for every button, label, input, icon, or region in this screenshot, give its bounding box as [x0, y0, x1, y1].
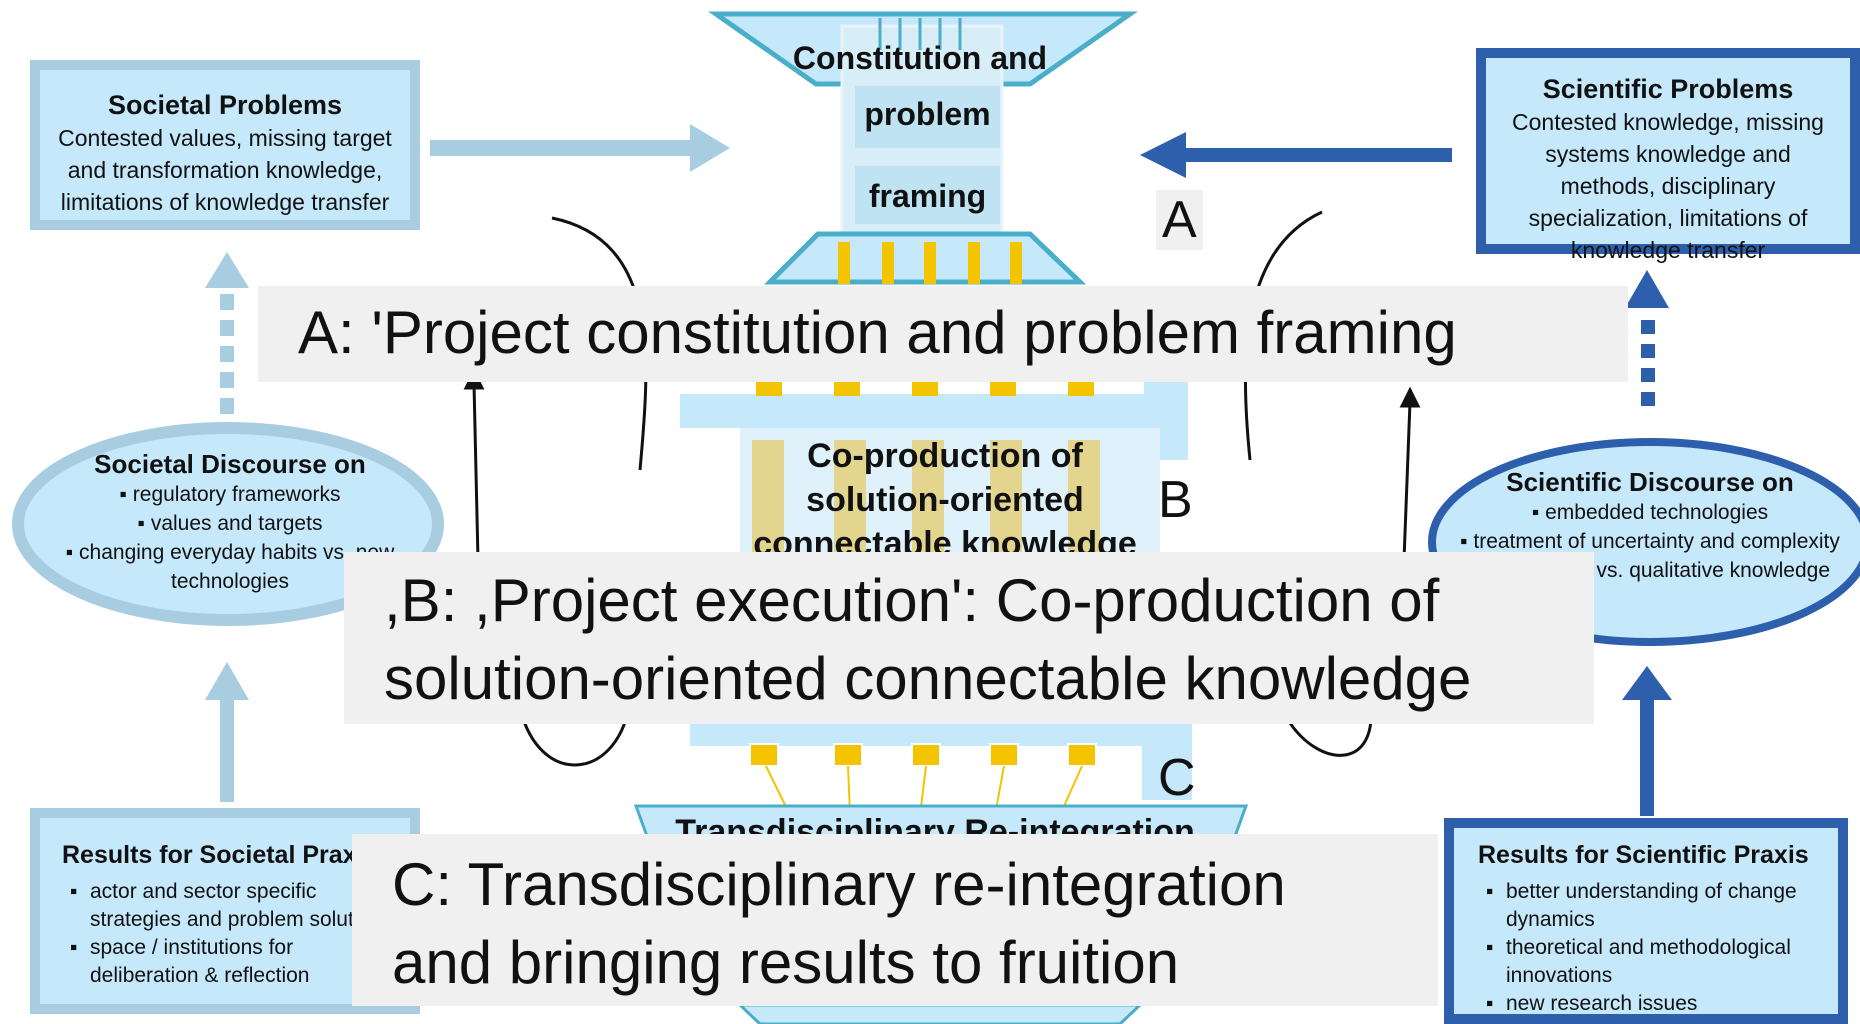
societal-problems-title: Societal Problems — [107, 90, 343, 120]
yellow-bars-b — [756, 380, 1094, 396]
letter-c: C — [1158, 749, 1196, 807]
societal-results-item: actor and sector specific strategies and… — [70, 878, 398, 934]
phase-a-top-ticks — [878, 18, 962, 50]
overlay-caption-a: A: 'Project constitution and problem fra… — [258, 286, 1628, 382]
phase-b-label-1: Co-production of — [807, 437, 1083, 475]
khaki-bars-b — [752, 440, 1100, 556]
phase-a-label-bg-1 — [855, 86, 1000, 148]
overlay-caption-b: ,B: ,Project execution': Co-production o… — [344, 552, 1594, 724]
arrow-societal-to-center — [430, 124, 730, 172]
phase-c-funnel-bottom — [736, 1003, 1144, 1024]
societal-discourse-item: regulatory frameworks — [60, 480, 400, 509]
societal-discourse-text: Societal Discourse on regulatory framewo… — [60, 448, 400, 596]
scientific-discourse-title: Scientific Discourse on — [1506, 467, 1794, 497]
overlay-caption-b-line: solution-oriented connectable knowledge — [384, 645, 1472, 712]
scientific-results-box: Results for Scientific Praxis better und… — [1444, 818, 1848, 1024]
scientific-problems-title: Scientific Problems — [1542, 74, 1794, 104]
overlay-caption-c-line: C: Transdisciplinary re-integration — [392, 851, 1286, 918]
scientific-discourse-item: treatment of uncertainty and complexity — [1460, 527, 1840, 556]
societal-results-title: Results for Societal Praxis — [62, 841, 378, 869]
phase-a-label-bg-2 — [855, 166, 1000, 224]
arrow-societal-dashed-up — [205, 252, 249, 414]
phase-b-label-2: solution-oriented — [806, 481, 1084, 519]
scientific-results-item: new research issues — [1486, 990, 1826, 1018]
letter-b: B — [1158, 471, 1193, 529]
societal-problems-box: Societal Problems Contested values, miss… — [30, 60, 420, 230]
societal-discourse-item: changing everyday habits vs. new technol… — [60, 538, 400, 596]
scientific-results-list: better understanding of change dynamics … — [1478, 878, 1826, 1018]
arrow-societal-solid-up — [205, 662, 249, 802]
scientific-discourse-item: embedded technologies — [1460, 498, 1840, 527]
phase-a-label-2: problem — [864, 96, 991, 132]
arrow-scientific-solid-up — [1622, 666, 1672, 816]
societal-results-item: space / institutions for deliberation & … — [70, 934, 398, 990]
yellow-bars-c — [749, 743, 1097, 767]
overlay-caption-b-line: ,B: ,Project execution': Co-production o… — [384, 567, 1440, 634]
scientific-results-item: theoretical and methodological innovatio… — [1486, 934, 1826, 990]
scientific-results-item: better understanding of change dynamics — [1486, 878, 1826, 934]
arrow-scientific-dashed-up — [1625, 270, 1669, 406]
scientific-results-title: Results for Scientific Praxis — [1478, 841, 1809, 869]
societal-results-list: actor and sector specific strategies and… — [62, 878, 398, 990]
scientific-problems-box: Scientific Problems Contested knowledge,… — [1476, 48, 1860, 263]
societal-problems-text: Contested values, missing target and tra… — [58, 125, 392, 215]
letter-a: A — [1156, 190, 1203, 250]
phase-a-label-1: Constitution and — [792, 40, 1048, 76]
arrow-scientific-to-center — [1140, 132, 1452, 178]
overlay-caption-c: C: Transdisciplinary re-integration and … — [352, 834, 1438, 1006]
societal-discourse-item: values and targets — [60, 509, 400, 538]
societal-discourse-title: Societal Discourse on — [94, 449, 366, 479]
phase-b-header-bar — [680, 394, 1146, 428]
overlay-caption-a-line: A: 'Project constitution and problem fra… — [298, 299, 1457, 366]
yellow-bars-a — [838, 242, 1022, 284]
overlay-caption-c-line: and bringing results to fruition — [392, 929, 1180, 996]
scientific-problems-text: Contested knowledge, missing systems kno… — [1512, 109, 1824, 263]
phase-a-label-3: framing — [868, 178, 987, 214]
